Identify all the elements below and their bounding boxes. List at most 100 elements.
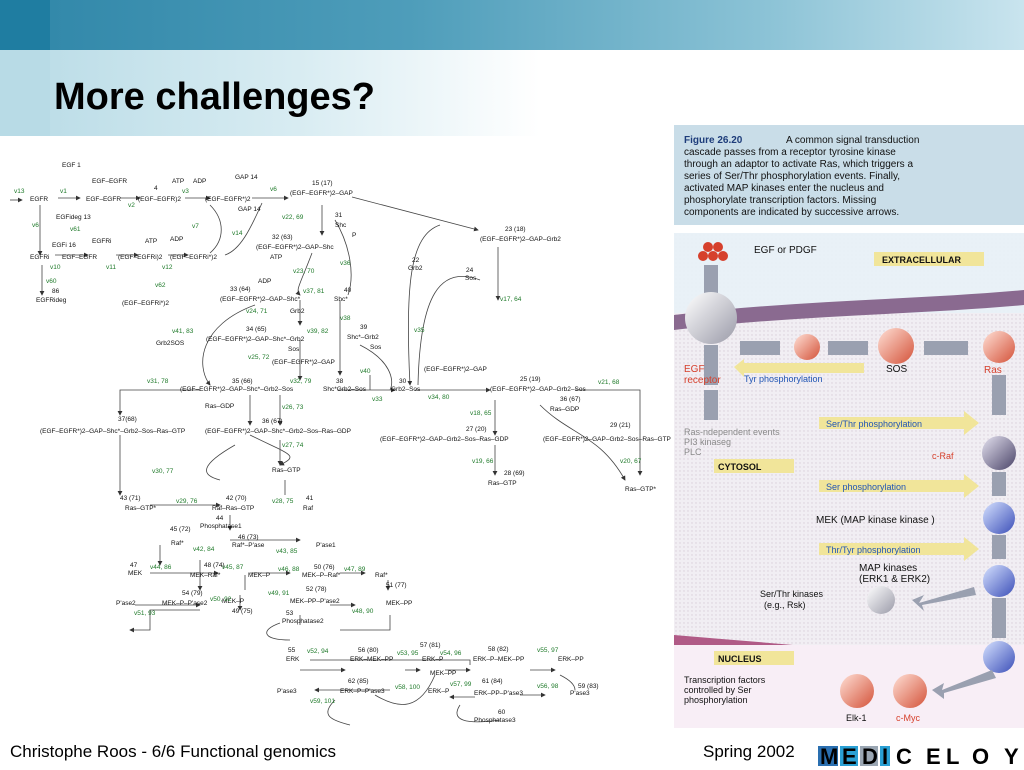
rate-v19: v19, 66 [472, 458, 494, 465]
down-arrow-map [992, 598, 1006, 638]
rate-v41: v41, 83 [172, 328, 194, 335]
rate-v49: v49, 91 [268, 590, 290, 597]
label-raf: Raf [303, 505, 313, 512]
caption-figure-number: Figure 26.20 [684, 135, 743, 146]
header-band [0, 0, 1024, 50]
right-arrow-2 [828, 341, 868, 355]
label-egfri: EGFRi [92, 238, 112, 245]
label-raf-star: Raf* [171, 540, 184, 547]
map-kinases-label-2: (ERK1 & ERK2) [859, 574, 930, 585]
rate-v1: v1 [60, 188, 67, 195]
label-adp-2: ADP [170, 236, 183, 243]
rate-v60: v60 [46, 278, 57, 285]
label-phosphatase3: Phosphatase3 [474, 717, 516, 724]
label-gap-shc-grb2-sos: (EGF–EGFR*)2–GAP–Shc*–Grb2–Sos [180, 386, 294, 393]
caption-line-3: through an adaptor to activate Ras, whic… [684, 159, 913, 170]
ras-independent-events: Ras-ndependent events PI3 kinaseg PLC [684, 427, 780, 457]
label-gap-grb2: (EGF–EGFR*)2–GAP–Grb2 [480, 236, 561, 243]
logo-letter-l: L [946, 744, 960, 769]
rate-v8: v6 [32, 222, 39, 229]
footer-course: Christophe Roos - 6/6 Functional genomic… [10, 742, 336, 761]
down-arrow-craf [992, 472, 1006, 496]
rate-v35: v35 [414, 327, 425, 334]
receptor-stalk [704, 345, 718, 385]
label-n56: 56 (80) [358, 647, 379, 654]
caption-line-1: A common signal transduction [786, 135, 919, 146]
caption-line-6: phosphorylate transcription factors. Mis… [684, 195, 876, 206]
map-kinase-sphere [983, 565, 1015, 597]
rate-v20: v20, 67 [620, 458, 642, 465]
label-ras-gdp-r: Ras–GDP [550, 406, 579, 413]
label-big1: (EGF–EGFR*)2–GAP–Shc*–Grb2–Sos–Ras–GTP [40, 428, 185, 435]
label-egfri-deg: (EGF–EGFRi*)2 [122, 300, 169, 307]
label-mek-raf: MEK–Raf* [190, 572, 221, 579]
label-adp-3: ADP [258, 278, 271, 285]
label-n47: 47 [130, 562, 138, 569]
label-ras-gtp-r: Ras–GTP [488, 480, 517, 487]
label-mek: MEK [128, 570, 143, 577]
label-n33: 33 (64) [230, 286, 251, 293]
label-egfri-star: (EGF–EGFRi*)2 [170, 254, 217, 261]
label-sos-2: Sos [288, 346, 300, 353]
rate-v52: v52, 94 [307, 648, 329, 655]
label-n51: 51 (77) [386, 582, 407, 589]
rate-v57: v57, 99 [450, 681, 472, 688]
caption-background [674, 125, 1024, 225]
title-band [0, 50, 540, 136]
rate-v36: v36 [340, 260, 351, 267]
thr-tyr-arrow [819, 537, 979, 561]
tf-line-1: Transcription factors [684, 675, 766, 685]
rate-v42: v42, 84 [193, 546, 215, 553]
rate-v24: v24, 71 [246, 308, 268, 315]
label-egf1: EGF 1 [62, 162, 81, 169]
label-n86: 86 [52, 288, 60, 295]
label-egfi16: EGFi 16 [52, 242, 76, 249]
label-mek-p-pase2: MEK–P–P'ase2 [162, 600, 208, 607]
rate-v2: v2 [128, 202, 135, 209]
slide-title: More challenges? [54, 76, 375, 118]
label-big4: (EGF–EGFR*)2–GAP–Grb2–Sos–Ras–GTP [543, 436, 671, 443]
label-erk: ERK [286, 656, 300, 663]
ser-thr-kinases-label-2: (e.g., Rsk) [764, 600, 806, 610]
label-n43: 43 (71) [120, 495, 141, 502]
craf-sphere [982, 436, 1016, 470]
footer-date: Spring 2002 [703, 742, 795, 761]
label-n40: 40 [344, 287, 352, 294]
label-mek-pp: MEK–PP [386, 600, 412, 607]
down-arrow-2 [704, 390, 718, 420]
label-grb2-2: Grb2 [290, 308, 305, 315]
rate-v32: v32, 79 [290, 378, 312, 385]
extracellular-box [874, 252, 984, 266]
label-n60: 60 [498, 709, 506, 716]
label-raf-star-2: Raf* [375, 572, 388, 579]
label-shc-grb2: Shc*–Grb2 [347, 334, 379, 341]
pathway-species-labels: EGF 1 EGF–EGFR 4 ATP ADP GAP 14 EGFR EGF… [30, 162, 671, 724]
rate-v30: v30, 77 [152, 468, 174, 475]
label-gap-shc-grb2: (EGF–EGFR*)2–GAP–Shc*–Grb2 [206, 336, 305, 343]
label-n32: 32 (63) [272, 234, 293, 241]
rate-v44: v44, 86 [150, 564, 172, 571]
label-grb2: Grb2 [408, 265, 423, 272]
nucleus-box [714, 651, 794, 665]
rate-v38: v38 [340, 315, 351, 322]
caption-text: A common signal transduction cascade pas… [684, 135, 919, 218]
rate-v14: v14 [232, 230, 243, 237]
label-gap-grb2-sos: (EGF–EGFR*)2–GAP–Grb2–Sos [490, 386, 586, 393]
ras-sphere [983, 331, 1015, 363]
logo-letter-c: C [896, 744, 912, 769]
label-n53: 53 [286, 610, 294, 617]
label-n54: 54 (79) [182, 590, 203, 597]
tf-line-3: phosphorylation [684, 695, 748, 705]
logo-letter-e2: E [926, 744, 941, 769]
label-egfideg: EGFideg 13 [56, 214, 91, 221]
label-n39: 39 [360, 324, 368, 331]
pathway-arrows [10, 195, 643, 726]
label-gap-shc-star: (EGF–EGFR*)2–GAP–Shc* [220, 296, 301, 303]
rate-v59: v59, 101 [310, 698, 335, 705]
label-n45: 45 (72) [170, 526, 191, 533]
label-egfr2: EGF–EGFR [86, 196, 121, 203]
figure-26-20: Figure 26.20 A common signal transductio… [674, 125, 1024, 728]
label-mek-pp-2: MEK–PP [430, 670, 456, 677]
caption-line-2: cascade passes from a receptor tyrosine … [684, 147, 896, 158]
label-gap: GAP 14 [238, 206, 261, 213]
